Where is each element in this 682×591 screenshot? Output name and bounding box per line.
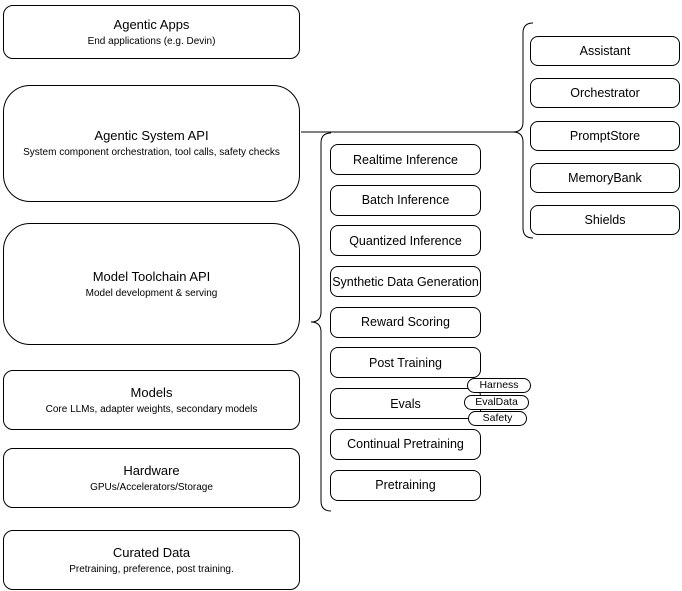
node-batch-inference: Batch Inference [330,184,481,216]
node-title: Hardware [123,462,180,478]
system-components-column: Assistant Orchestrator PromptStore Memor… [530,36,680,236]
toolchain-column: Realtime Inference Batch Inference Quant… [330,144,481,501]
node-subtitle: System component orchestration, tool cal… [23,147,280,158]
node-continual-pretraining: Continual Pretraining [330,428,481,460]
node-models: Models Core LLMs, adapter weights, secon… [3,370,300,430]
node-realtime-inference: Realtime Inference [330,144,481,175]
badge-harness: Harness [467,378,531,393]
node-agentic-system-api: Agentic System API System component orch… [3,85,300,202]
node-orchestrator: Orchestrator [530,78,680,109]
node-hardware: Hardware GPUs/Accelerators/Storage [3,448,300,508]
node-shields: Shields [530,205,680,236]
badge-safety: Safety [468,411,527,426]
node-promptstore: PromptStore [530,120,680,151]
node-subtitle: GPUs/Accelerators/Storage [90,481,213,493]
node-curated-data: Curated Data Pretraining, preference, po… [3,530,300,590]
node-evals: Evals [330,388,481,420]
node-title: Curated Data [112,544,191,560]
node-title: Agentic Apps [113,16,190,32]
node-memorybank: MemoryBank [530,162,680,193]
node-post-training: Post Training [330,347,481,379]
badge-evaldata: EvalData [464,395,529,410]
node-subtitle: End applications (e.g. Devin) [87,35,216,47]
node-subtitle: Model development & serving [85,287,218,299]
node-title: Agentic System API [94,128,209,143]
node-assistant: Assistant [530,36,680,66]
node-quantized-inference: Quantized Inference [330,225,481,257]
node-reward-scoring: Reward Scoring [330,306,481,338]
node-subtitle: Pretraining, preference, post training. [69,563,234,575]
node-agentic-apps: Agentic Apps End applications (e.g. Devi… [3,5,300,59]
node-subtitle: Core LLMs, adapter weights, secondary mo… [45,403,258,415]
toolchain-group-brace [310,132,332,512]
node-model-toolchain-api: Model Toolchain API Model development & … [3,223,300,345]
node-synthetic-data-generation: Synthetic Data Generation [330,266,481,298]
node-pretraining: Pretraining [330,469,481,501]
node-title: Model Toolchain API [92,268,211,284]
node-title: Models [130,384,173,400]
